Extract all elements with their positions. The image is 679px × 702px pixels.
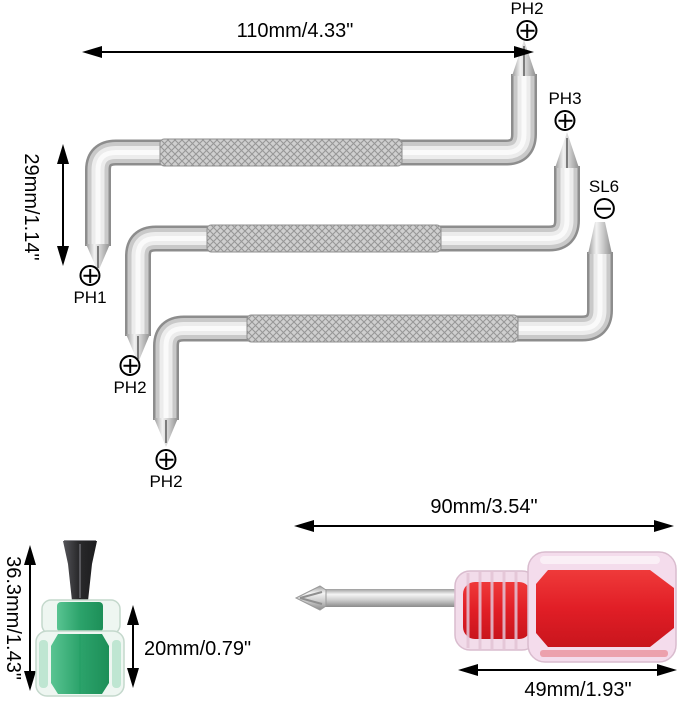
dimension-arrows [29, 51, 665, 679]
tip-label-text: PH3 [548, 89, 582, 108]
phillips-bit-icon [79, 265, 101, 286]
dim-text-green-total-height: 36.3mm/1.43" [2, 556, 24, 680]
tip-label-text: PH2 [149, 472, 183, 491]
phillips-bit-icon [516, 20, 538, 41]
dim-text-green-handle-height: 20mm/0.79" [144, 638, 252, 660]
dim-text-offset-drop: 29mm/1.14" [20, 153, 42, 261]
phillips-bit-icon [119, 355, 141, 376]
tip-label-text: PH1 [73, 288, 107, 307]
tip-label-ph2-mid: PH2 [113, 355, 147, 397]
offset-screwdriver-3 [153, 222, 613, 447]
dim-text-red-handle-length: 49mm/1.93" [524, 679, 632, 701]
knurled-grip-2 [206, 224, 442, 253]
knurled-grip-3 [246, 314, 519, 343]
tip-label-sl6: SL6 [589, 178, 619, 219]
tip-label-ph2-bottom: PH2 [149, 449, 183, 491]
dimension-arrowheads [24, 46, 677, 691]
tip-label-ph2-top: PH2 [510, 0, 544, 41]
phillips-bit-icon [155, 449, 177, 470]
green-stubby-screwdriver [35, 540, 125, 697]
dim-text-offset-length: 110mm/4.33" [236, 20, 354, 42]
tip-label-ph3: PH3 [548, 89, 582, 131]
dim-text-red-total-length: 90mm/3.54" [430, 496, 538, 518]
red-stubby-screwdriver [294, 551, 677, 663]
tip-label-text: SL6 [588, 177, 620, 196]
tip-label-text: PH2 [113, 378, 147, 397]
slotted-bit-icon [593, 198, 615, 219]
knurled-grip-1 [159, 138, 403, 167]
tip-label-text: PH2 [510, 0, 544, 18]
offset-screwdriver-2 [125, 132, 580, 363]
phillips-bit-icon [554, 110, 576, 131]
tip-label-ph1: PH1 [73, 265, 107, 307]
offset-screwdriver-1 [85, 40, 537, 272]
